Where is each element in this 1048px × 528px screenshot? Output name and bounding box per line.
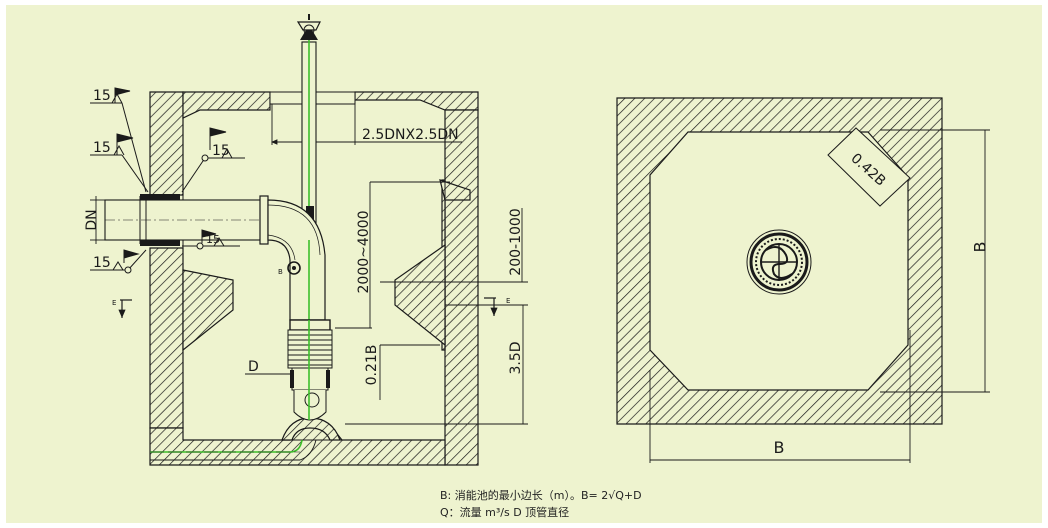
weld-label-1: 15 — [93, 88, 111, 104]
weld-symbols — [90, 87, 245, 274]
bottom-gap-dimension — [379, 344, 440, 400]
drain-pipe — [150, 439, 317, 461]
bottom-gap-label: 0.21B — [364, 345, 380, 386]
legend-note: Q：流量 m³/s D 顶管直径 — [440, 506, 570, 519]
section-label-left: E — [112, 299, 116, 307]
opening-dimension-label: 2.5DNX2.5DN — [362, 127, 459, 143]
vertical-pipe — [296, 14, 321, 241]
dn-dimension: DN — [84, 196, 105, 244]
height-dimension — [335, 181, 450, 329]
gap-range-label: 200-1000 — [508, 208, 524, 275]
plan-height-dimension — [880, 129, 990, 393]
chamfer-dimension: 0.42B — [827, 127, 911, 207]
point-b-label: B — [278, 268, 283, 276]
chamber-inner-outline — [182, 110, 446, 441]
depth-label: 3.5D — [508, 341, 524, 374]
plan-width-label: B — [774, 438, 785, 457]
diffuser-pipe — [287, 319, 333, 421]
chamber-walls — [149, 91, 479, 466]
section-label-right: E — [506, 297, 510, 305]
formula-note: B: 消能池的最小边长（m）。B= 2√Q+D — [440, 489, 642, 502]
plan-width-dimension — [649, 330, 911, 463]
diameter-label: D — [248, 359, 259, 375]
section-mark-left — [118, 299, 132, 318]
gap-dimension — [380, 208, 528, 283]
weld-label-3: 15 — [212, 143, 230, 159]
horizontal-inlet-pipe — [104, 194, 326, 321]
center-pipe-plan — [746, 229, 812, 295]
depth-dimension — [345, 304, 528, 425]
section-mark-right — [484, 297, 498, 316]
height-range-label: 2000~4000 — [356, 211, 372, 294]
plan-outer-wall — [616, 97, 943, 425]
weld-label-2: 15 — [93, 140, 111, 156]
plan-view: 0.42B B — [616, 97, 990, 463]
dn-label: DN — [84, 209, 100, 230]
plan-height-label: B — [971, 242, 990, 253]
weld-label-5: 15 — [93, 255, 111, 271]
side-view: DN — [84, 14, 528, 466]
weld-label-4: 15 — [206, 233, 220, 246]
